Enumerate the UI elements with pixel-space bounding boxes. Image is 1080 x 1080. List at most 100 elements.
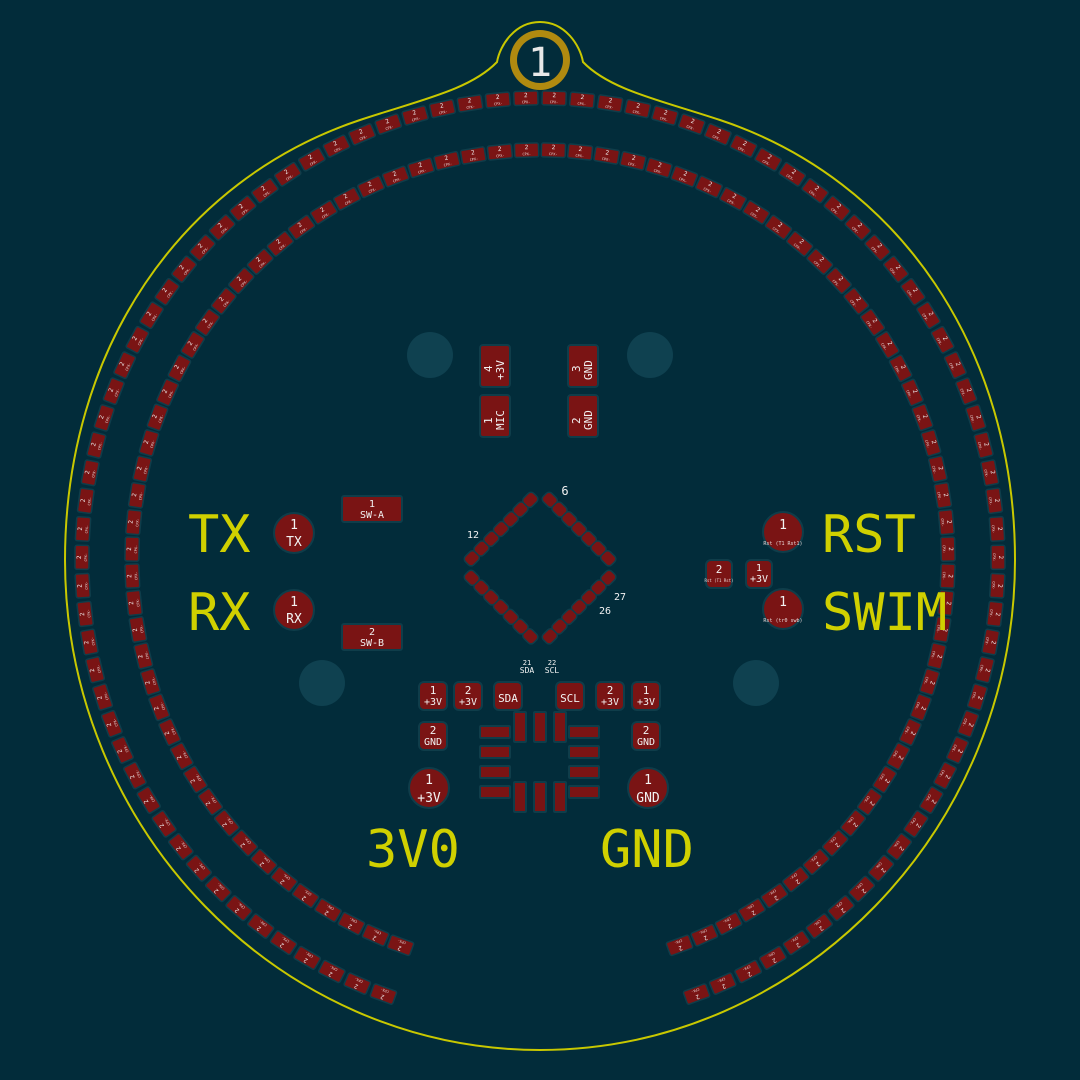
led-pad-label: CPX- xyxy=(344,199,353,207)
test-pad-rst[interactable]: 1 Rst (T1 Rst1) xyxy=(762,511,804,553)
led-pad-pin: 2 xyxy=(798,238,806,246)
led-pad-label: CPX- xyxy=(988,609,993,618)
led-pad-label: CPX- xyxy=(309,159,318,167)
led-pad-pin: 2 xyxy=(720,982,726,990)
led-pad-label: CPX- xyxy=(577,102,586,107)
led-pad-label: CPX- xyxy=(160,701,167,710)
led-pad-label: CPX- xyxy=(923,676,929,685)
svg-text:Rst (T1 Rst): Rst (T1 Rst) xyxy=(705,578,734,583)
switch-pad-a[interactable]: 1 SW-A xyxy=(341,495,403,523)
led-pad-label: CPX- xyxy=(942,545,946,554)
led-pad-pin: 2 xyxy=(813,185,820,193)
sensor-pad: 2 +3V xyxy=(453,681,483,711)
led-pad-label: CPX- xyxy=(854,882,863,891)
silk-gnd: GND xyxy=(600,820,694,880)
led-pad-pin: 2 xyxy=(128,519,135,524)
led-pad-label: CPX- xyxy=(961,718,968,727)
led-pad-label: CPX- xyxy=(628,162,637,168)
led-pad-label: CPX- xyxy=(991,525,996,534)
svg-text:SW-B: SW-B xyxy=(360,638,384,649)
led-pad-label: CPX- xyxy=(91,637,96,646)
led-pad-label: CPX- xyxy=(906,290,914,299)
led-pad-pin: 2 xyxy=(283,168,290,176)
led-pad-pin: 2 xyxy=(327,970,334,978)
led-pad-pin: 2 xyxy=(118,361,126,368)
led-pad-pin: 2 xyxy=(947,574,954,578)
led-pad-pin: 2 xyxy=(976,695,984,701)
test-pad-swim[interactable]: 1 Rst (tr0 swb) xyxy=(762,588,804,630)
led-pad-label: CPX- xyxy=(742,964,751,971)
led-pad-label: CPX- xyxy=(97,442,103,451)
led-pad-pin: 2 xyxy=(663,109,669,117)
led-pad-pin: 2 xyxy=(766,153,773,161)
led-pad-label: CPX- xyxy=(939,598,944,607)
led-pad-pin: 2 xyxy=(908,730,916,737)
led-pad-label: CPX- xyxy=(281,935,290,943)
led-pad-pin: 2 xyxy=(983,668,991,674)
led-pad-label: CPX- xyxy=(243,836,252,845)
mcu-pin-12: 12 xyxy=(467,530,479,541)
led-pad-label: CPX- xyxy=(924,439,930,448)
mcu-pin-scl: SCL xyxy=(545,666,560,675)
led-pad-label: CPX- xyxy=(632,110,641,116)
led-pad-label: CPX- xyxy=(931,465,937,474)
led-pad-pin: 2 xyxy=(754,206,761,214)
test-pad-3v[interactable]: 1 +3V xyxy=(408,767,450,809)
led-pad-label: CPX- xyxy=(392,177,401,184)
led-pad-label: CPX- xyxy=(201,246,210,255)
led-pad-pin: 2 xyxy=(677,944,683,952)
led-pad-label: CPX- xyxy=(195,773,203,782)
led-pad-label: CPX- xyxy=(368,187,377,194)
test-pad-tx[interactable]: 1 TX xyxy=(273,512,315,554)
led-pad-label: CPX- xyxy=(809,855,818,864)
led-pad-label: CPX- xyxy=(241,207,250,216)
led-pad-pin: 2 xyxy=(144,680,152,686)
led-pad-pin: 2 xyxy=(928,680,936,686)
svg-text:+3V: +3V xyxy=(601,697,619,708)
svg-text:Rst (tr0 swb): Rst (tr0 swb) xyxy=(763,618,802,624)
led-pad-pin: 2 xyxy=(89,667,97,673)
led-pad-pin: 2 xyxy=(897,845,905,852)
led-pad-label: CPX- xyxy=(978,664,984,673)
led-pad-pin: 2 xyxy=(379,992,385,1000)
test-pad-gnd[interactable]: 1 GND xyxy=(627,767,669,809)
led-pad-pin: 2 xyxy=(412,109,418,117)
mcu-pin-6: 6 xyxy=(561,484,568,498)
led-pad-pin: 2 xyxy=(233,906,241,914)
led-pad-pin: 2 xyxy=(189,777,197,784)
led-pad-label: CPX- xyxy=(942,572,946,581)
led-pad-label: CPX- xyxy=(909,817,917,826)
led-pad-pin: 2 xyxy=(153,705,161,711)
led-pad-label: CPX- xyxy=(977,442,983,451)
led-pad-pin: 2 xyxy=(896,754,904,761)
switch-pad-b[interactable]: 2 SW-B xyxy=(341,623,403,651)
led-pad-label: CPX- xyxy=(114,388,121,397)
led-pad-label: CPX- xyxy=(137,337,145,346)
led-pad-pin: 2 xyxy=(935,654,943,660)
led-pad-label: CPX- xyxy=(237,901,246,910)
test-pad-rx[interactable]: 1 RX xyxy=(273,589,315,631)
